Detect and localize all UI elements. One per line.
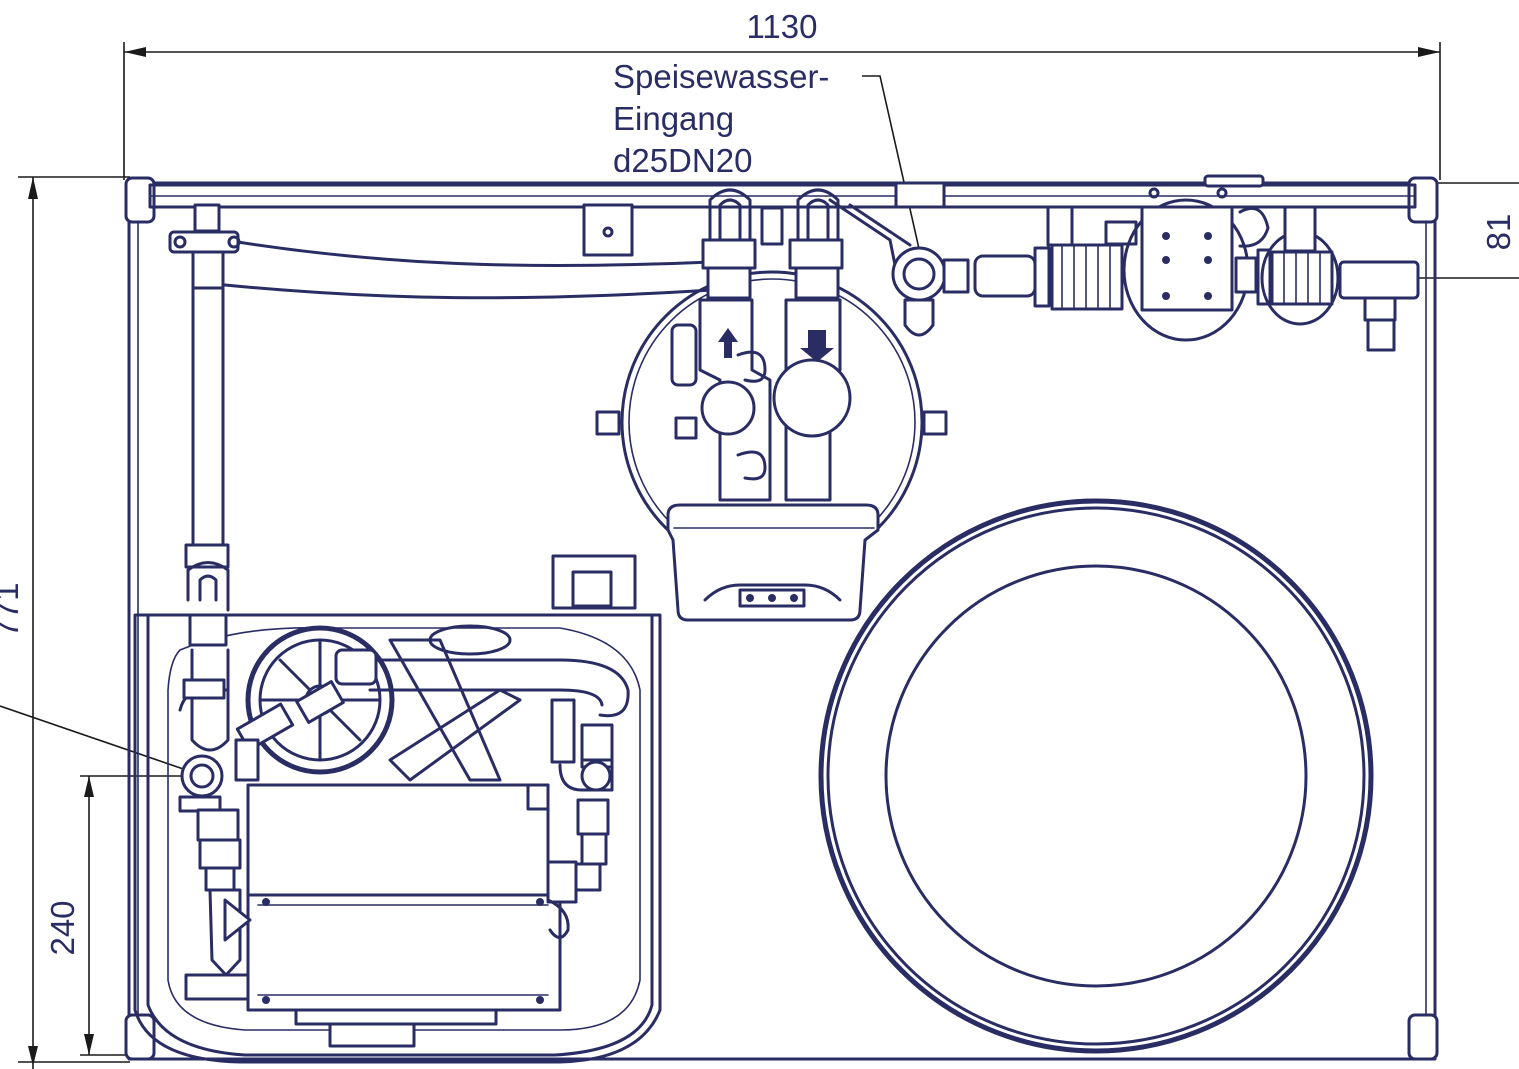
left-riser-pipe	[168, 203, 241, 612]
dimension-overall-depth: 771	[0, 176, 130, 1069]
label-line-3: d25DN20	[613, 142, 752, 179]
label-line-1: Speisewasser-	[613, 58, 829, 95]
dimension-pipe-height-value: 240	[44, 900, 81, 955]
dimension-width-value: 1130	[747, 8, 818, 45]
storage-tank	[818, 498, 1374, 1054]
pump-unit	[133, 554, 662, 1064]
dimension-offset-value: 81	[1480, 214, 1517, 251]
dimension-overall-width: 1130	[123, 8, 1441, 180]
dimension-pipe-height: 240	[44, 775, 200, 1056]
filter-unit	[595, 188, 948, 622]
dimension-depth-value: 771	[0, 582, 25, 637]
base-frame	[124, 176, 1439, 1061]
label-line-2: Eingang	[613, 100, 734, 137]
inlet-valve-group	[891, 187, 1420, 352]
top-header-rail	[148, 174, 1417, 257]
feed-water-inlet-label: Speisewasser- Eingang d25DN20	[613, 58, 829, 179]
